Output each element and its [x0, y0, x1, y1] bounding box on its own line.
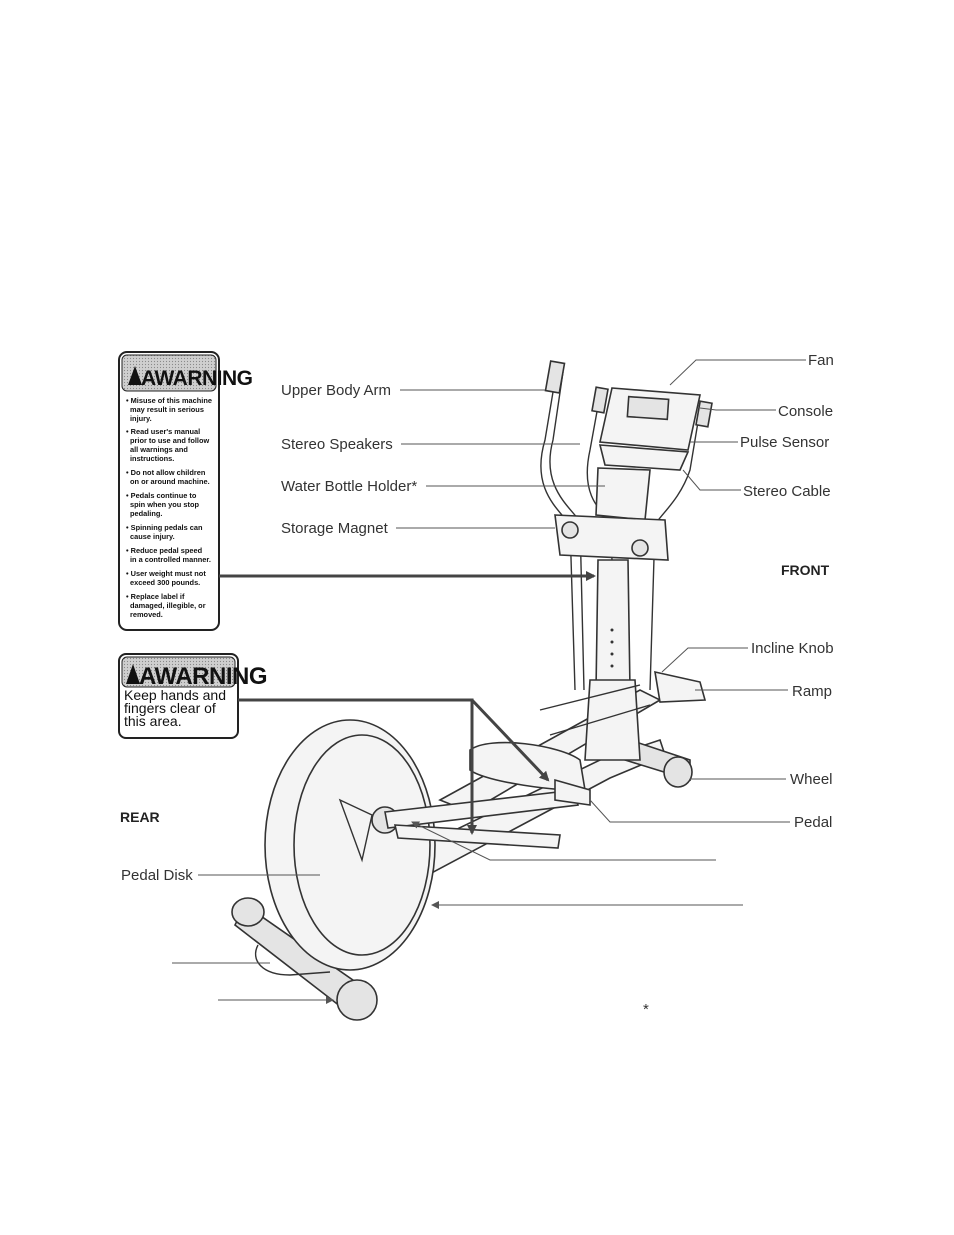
warning-arrows	[219, 571, 596, 835]
warning-large-text: • Misuse of this machine may result in s…	[126, 396, 212, 619]
label-pulse-sensor: Pulse Sensor	[740, 434, 829, 451]
leader-unlabeled-1	[411, 821, 716, 861]
label-pedal-disk: Pedal Disk	[121, 867, 193, 884]
warning-large-line-5: prior to use and follow	[130, 436, 209, 445]
warning-large-title: AWARNING	[141, 367, 253, 390]
leader-console	[699, 407, 776, 411]
label-rear: REAR	[120, 809, 160, 825]
warning-large-line-6: all warnings and	[130, 445, 188, 454]
warning-large-line-13: • Spinning pedals can	[126, 523, 203, 532]
warning-large-line-17: • User weight must not	[126, 569, 206, 578]
leader-incline-knob	[661, 647, 748, 673]
warning-small-line-3: this area.	[124, 713, 182, 729]
warning-large-line-16: in a controlled manner.	[130, 555, 211, 564]
warning-large-line-11: spin when you stop	[130, 500, 199, 509]
warning-large-line-3: injury.	[130, 414, 152, 423]
warning-small-title: AWARNING	[139, 663, 267, 690]
label-incline-knob: Incline Knob	[751, 640, 834, 657]
warning-large-line-7: instructions.	[130, 454, 174, 463]
warning-triangle-icon	[126, 664, 140, 684]
warning-large-line-18: exceed 300 pounds.	[130, 578, 200, 587]
leader-stereo-cable	[682, 469, 741, 491]
label-ramp: Ramp	[792, 683, 832, 700]
label-fan: Fan	[808, 352, 834, 369]
warning-large-line-12: pedaling.	[130, 509, 162, 518]
warning-triangle-icon	[128, 366, 142, 385]
label-pedal: Pedal	[794, 814, 832, 831]
label-console: Console	[778, 403, 833, 420]
label-upper-body-arm: Upper Body Arm	[281, 382, 391, 399]
leader-lines	[172, 359, 806, 1004]
leader-fan	[669, 359, 806, 386]
warning-large-line-4: • Read user's manual	[126, 427, 200, 436]
warning-label-small: AWARNING Keep hands and fingers clear of…	[118, 653, 268, 739]
label-front: FRONT	[781, 562, 830, 578]
warning-large-line-10: • Pedals continue to	[126, 491, 197, 500]
label-wheel: Wheel	[790, 771, 833, 788]
part-labels: Upper Body Arm Stereo Speakers Water Bot…	[120, 352, 834, 1018]
warning-small-arrow-pedal	[470, 698, 550, 782]
warning-small-line-2: fingers clear of	[124, 700, 216, 716]
warning-large-line-1: • Misuse of this machine	[126, 396, 212, 405]
label-water-bottle-holder: Water Bottle Holder*	[281, 478, 417, 495]
leader-pedal	[589, 799, 790, 823]
warning-large-line-8: • Do not allow children	[126, 468, 206, 477]
warning-label-large: AWARNING • Misuse of this machine may re…	[118, 351, 253, 631]
warning-large-line-19: • Replace label if	[126, 592, 185, 601]
warning-large-line-21: removed.	[130, 610, 163, 619]
warning-small-line-1: Keep hands and	[124, 687, 226, 703]
elliptical-machine-illustration	[231, 360, 713, 1021]
warning-large-line-14: cause injury.	[130, 532, 175, 541]
label-storage-magnet: Storage Magnet	[281, 520, 389, 537]
warning-large-line-15: • Reduce pedal speed	[126, 546, 203, 555]
warning-large-line-2: may result in serious	[130, 405, 204, 414]
warning-large-line-9: on or around machine.	[130, 477, 210, 486]
label-stereo-cable: Stereo Cable	[743, 483, 831, 500]
footnote-marker: *	[643, 1001, 649, 1018]
label-stereo-speakers: Stereo Speakers	[281, 436, 393, 453]
warning-large-line-20: damaged, illegible, or	[130, 601, 206, 610]
